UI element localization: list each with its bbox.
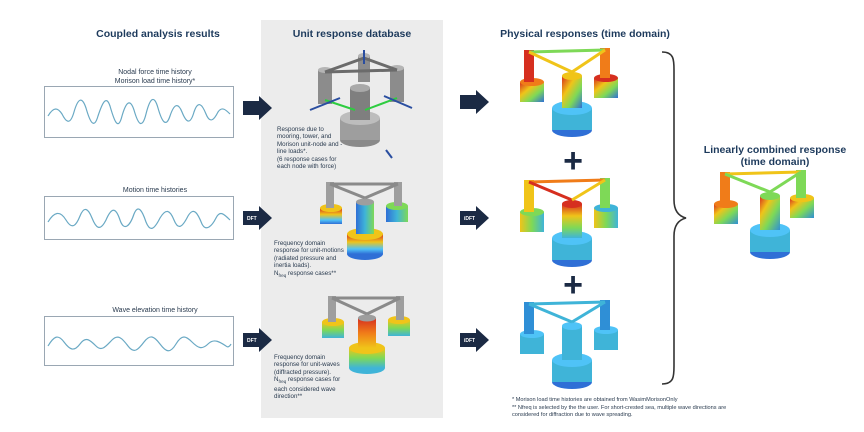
footnote-3: considered for diffraction due to wave s… <box>512 412 633 418</box>
dft-label-2: DFT <box>247 338 257 344</box>
nfreq-subscript: freq <box>278 379 287 385</box>
combined-title-2: (time domain) <box>740 156 810 168</box>
db-desc3-line: (diffracted pressure). <box>274 368 331 376</box>
db-desc1-line: line loads*. <box>277 148 308 156</box>
dft-arrow-icon: DFT <box>243 328 272 352</box>
database-desc-1: Response due to mooring, tower, and Mori… <box>277 126 367 170</box>
physical-response-model-3 <box>520 300 618 389</box>
nfreq-suffix: response cases for <box>286 376 341 384</box>
combined-response-model <box>714 170 814 259</box>
db-desc2-nfreq: Nfreq response cases** <box>274 270 374 280</box>
database-desc-2: Frequency domain response for unit-motio… <box>274 240 374 279</box>
wave-label: Wave elevation time history <box>112 307 198 314</box>
motion-label: Motion time histories <box>122 187 188 194</box>
physical-response-model-2 <box>520 178 618 267</box>
plus-icon: + <box>563 266 583 304</box>
idft-label-2: iDFT <box>464 338 475 344</box>
nfreq-subscript: freq <box>278 272 287 278</box>
footnote-2: ** Nfreq is selected by the the user. Fo… <box>512 405 727 411</box>
footnote-1: * Morison load time histories are obtain… <box>512 397 678 403</box>
db-desc3-line: direction** <box>274 393 303 401</box>
combined-title-1: Linearly combined response <box>703 144 847 156</box>
dft-arrow-icon: DFT <box>243 206 272 230</box>
dft-label-1: DFT <box>247 216 257 222</box>
unit-motion-model-image <box>320 182 408 260</box>
db-desc1-line: (6 response cases for <box>277 155 337 163</box>
db-desc2-line: Frequency domain <box>274 240 326 247</box>
wave-elevation-plot <box>44 316 234 366</box>
title-physical-responses: Physical responses (time domain) <box>500 28 670 40</box>
db-desc2-line: response for unit-motions <box>274 247 344 255</box>
db-desc3-line: each considered wave <box>274 385 336 393</box>
arrow-right-icon <box>460 90 489 114</box>
db-desc2-line: inertia loads). <box>274 262 312 270</box>
db-desc3-line: response for unit-waves <box>274 361 340 369</box>
title-unit-response-database: Unit response database <box>292 28 412 40</box>
force-label-2: Morison load time history* <box>114 78 196 85</box>
right-brace-icon <box>661 51 687 385</box>
force-time-history-plot <box>44 86 234 138</box>
db-desc2-line: (radiated pressure and <box>274 254 337 262</box>
nfreq-symbol: N <box>274 269 279 277</box>
db-desc1-line: Response due to <box>277 126 324 133</box>
plus-icon: + <box>563 142 583 180</box>
db-desc3-nfreq: Nfreq response cases for <box>274 376 374 386</box>
db-desc1-line: Morison unit-node and - <box>277 140 343 148</box>
idft-arrow-icon: iDFT <box>460 206 489 230</box>
idft-arrow-icon: iDFT <box>460 328 489 352</box>
database-desc-3: Frequency domain response for unit-waves… <box>274 354 374 401</box>
force-label-1: Nodal force time history <box>118 69 192 76</box>
db-desc3-line: Frequency domain <box>274 354 326 361</box>
title-coupled-analysis: Coupled analysis results <box>96 28 220 40</box>
physical-response-model-1 <box>520 48 618 137</box>
db-desc1-line: mooring, tower, and <box>277 133 332 141</box>
db-desc1-line: each node with force) <box>277 163 337 171</box>
arrow-right-icon <box>243 96 272 120</box>
nfreq-symbol: N <box>274 376 279 384</box>
idft-label-1: iDFT <box>464 216 475 222</box>
motion-time-history-plot <box>44 196 234 240</box>
unit-wave-model-image <box>322 296 410 374</box>
nfreq-suffix: response cases** <box>286 269 337 277</box>
mooring-load-model-image <box>309 50 413 159</box>
